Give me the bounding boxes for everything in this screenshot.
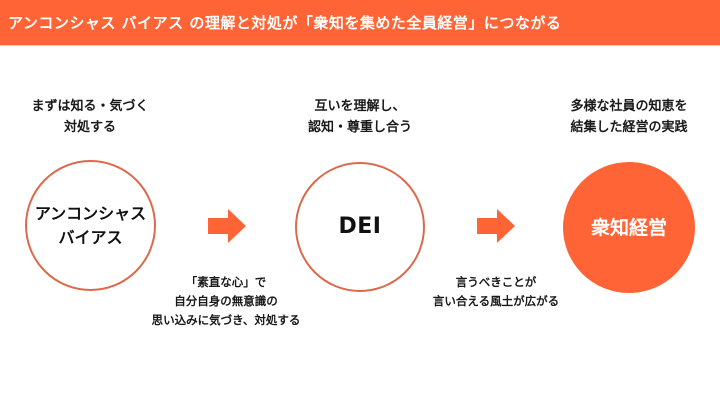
step-1-heading-line-1: まずは知る・気づく (31, 99, 149, 114)
transition-1-caption-line-1: 「素直な心」で (185, 275, 267, 289)
step-3-circle-collective-wisdom-management: 衆知経営 (563, 162, 695, 293)
transition-2-caption-line-2: 言い合える風土が広がる (432, 294, 560, 308)
step-2-heading: 互いを理解し、 認知・尊重し合う (260, 96, 460, 138)
step-2-heading-line-1: 互いを理解し、 (314, 99, 406, 114)
step-2-heading-line-2: 認知・尊重し合う (307, 120, 412, 135)
transition-2-caption-line-1: 言うべきことが (455, 275, 537, 289)
step-1-circle-label-line-1: アンコンシャス (34, 203, 147, 223)
step-2-circle-label: DEI (338, 214, 382, 239)
right-arrow-icon (477, 209, 515, 243)
step-2-circle-dei: DEI (295, 162, 425, 292)
step-3-heading: 多様な社員の知恵を 結集した経営の実践 (529, 96, 720, 138)
step-3-circle-label: 衆知経営 (590, 216, 667, 239)
transition-1-caption: 「素直な心」で 自分自身の無意識の 思い込みに気づき、対処する (116, 273, 336, 330)
step-1-heading: まずは知る・気づく 対処する (0, 96, 190, 138)
step-3-heading-line-2: 結集した経営の実践 (570, 120, 688, 135)
step-1-heading-line-2: 対処する (63, 120, 116, 135)
right-arrow-icon (208, 209, 246, 243)
title-banner: アンコンシャス バイアス の理解と対処が「衆知を集めた全員経営」につながる (0, 0, 720, 46)
diagram-title: アンコンシャス バイアス の理解と対処が「衆知を集めた全員経営」につながる (8, 14, 562, 32)
step-1-circle-unconscious-bias: アンコンシャス バイアス (25, 160, 156, 291)
transition-2-caption: 言うべきことが 言い合える風土が広がる (386, 273, 606, 311)
step-1-circle-label-line-2: バイアス (58, 227, 123, 247)
transition-1-caption-line-2: 自分自身の無意識の (174, 294, 278, 308)
transition-1-caption-line-3: 思い込みに気づき、対処する (151, 313, 301, 327)
step-3-heading-line-1: 多様な社員の知恵を (570, 99, 688, 114)
